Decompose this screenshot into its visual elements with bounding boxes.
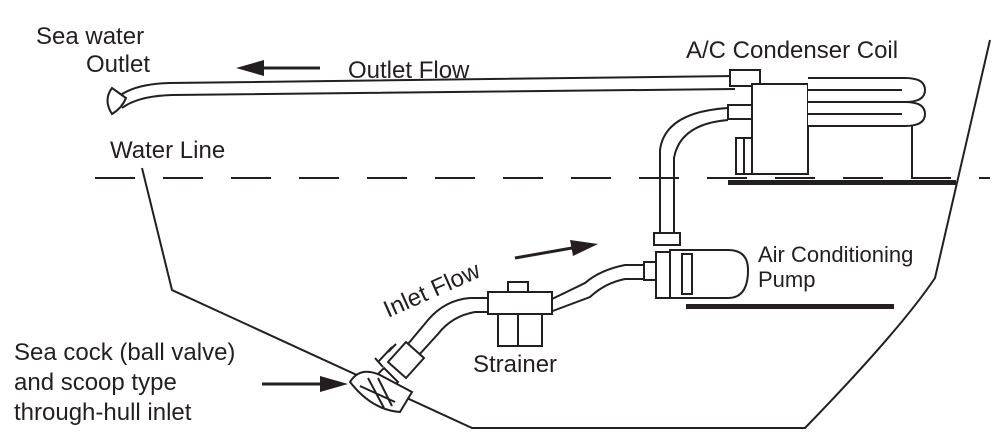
strainer-label: Strainer	[473, 351, 557, 378]
water-line-label: Water Line	[110, 137, 225, 164]
sea-water-outlet-label: Sea water	[36, 23, 144, 50]
condenser-coil	[727, 69, 927, 178]
condenser-mount-shelf	[728, 180, 956, 185]
sea-cock-label: Sea cock (ball valve)	[14, 339, 235, 366]
air-conditioning-pump	[643, 232, 750, 299]
sea-cock-pointer-arrow	[262, 376, 348, 392]
condenser-feed-hose	[659, 107, 729, 240]
sea-water-outlet-label-line2: Outlet	[86, 51, 150, 78]
pump-label-line2: Pump	[758, 267, 815, 292]
strainer	[487, 281, 553, 347]
scoop-through-hull-inlet	[348, 370, 414, 414]
sea-water-outlet-fitting	[106, 86, 128, 116]
strainer-inlet-hose	[407, 297, 488, 357]
pump-mount-shelf	[686, 304, 894, 309]
pump-label: Air Conditioning	[758, 242, 913, 267]
sea-cock-label-line3: through-hull inlet	[14, 399, 192, 426]
inlet-flow-arrow	[514, 240, 598, 260]
outlet-flow-label: Outlet Flow	[348, 57, 470, 84]
boat-hull	[141, 39, 991, 429]
sea-cock-label-line2: and scoop type	[14, 369, 177, 396]
pump-inlet-hose	[549, 264, 645, 313]
outlet-flow-arrow	[236, 60, 320, 76]
condenser-coil-label: A/C Condenser Coil	[686, 37, 898, 64]
